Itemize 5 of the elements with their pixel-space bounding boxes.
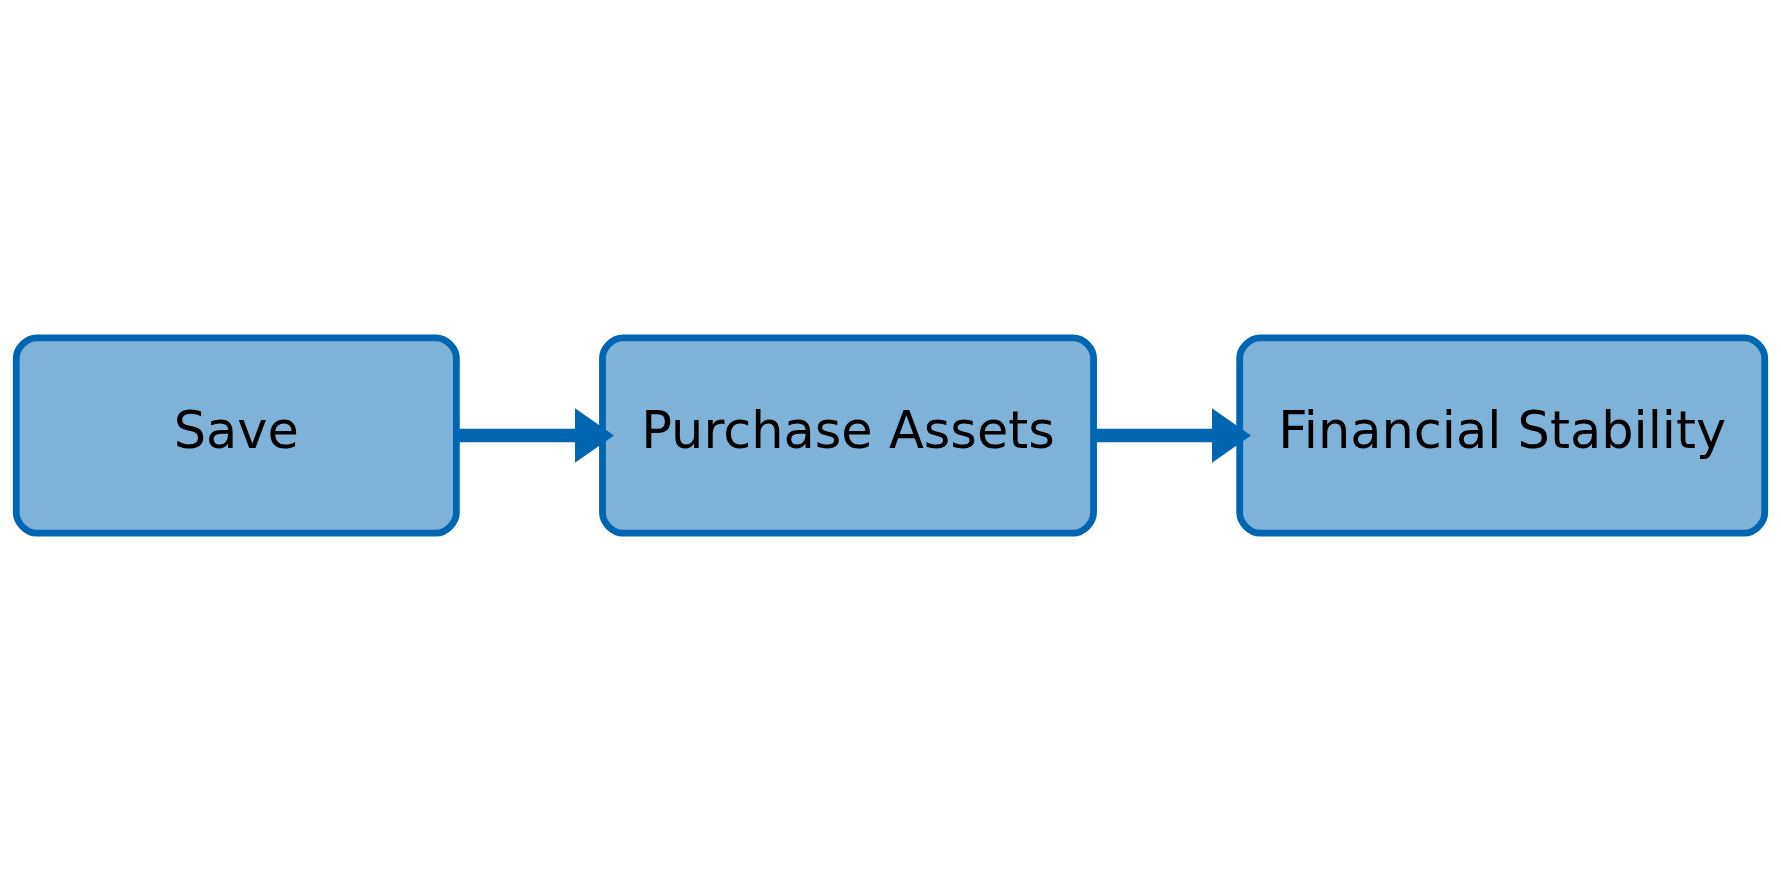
- node-box: Purchase Assets: [599, 334, 1097, 537]
- node-box: Save: [12, 334, 460, 537]
- arrow: [1093, 408, 1252, 463]
- arrow: [456, 408, 615, 463]
- node-box: Financial Stability: [1236, 334, 1769, 537]
